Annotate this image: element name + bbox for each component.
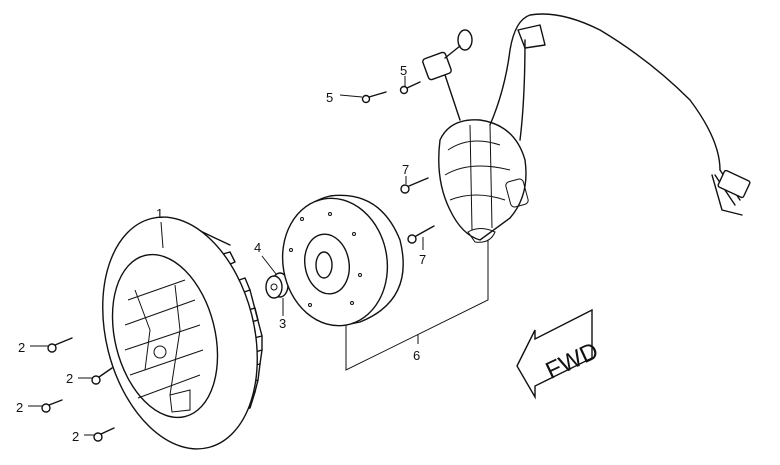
flywheel [281, 194, 404, 327]
cooling-fan [102, 216, 263, 450]
callout-1: 1 [156, 206, 163, 221]
fan-bolts [28, 337, 115, 442]
callout-5a: 5 [326, 90, 333, 105]
screw-5b [399, 76, 421, 95]
stator-assembly [438, 119, 529, 243]
screw-7b [407, 225, 435, 250]
screw-7a [400, 176, 429, 194]
screw-5a [339, 91, 387, 104]
callout-2c: 2 [16, 400, 23, 415]
pickup-connector [422, 29, 473, 81]
leader-1 [160, 221, 164, 249]
bolt-2b [78, 367, 113, 385]
leader-4 [261, 255, 277, 275]
callout-2d: 2 [72, 429, 79, 444]
bolt-2c [28, 399, 63, 413]
callout-6: 6 [413, 348, 420, 363]
flywheel-nut [265, 272, 289, 299]
bolt-2a [30, 337, 73, 353]
callout-5b: 5 [400, 63, 407, 78]
connector-plug [717, 169, 751, 199]
forward-direction-arrow: FWD [516, 308, 603, 400]
wire-clip [517, 24, 546, 49]
callout-7b: 7 [419, 252, 426, 267]
callout-2b: 2 [66, 371, 73, 386]
callout-4: 4 [254, 240, 261, 255]
fan-inner-opening [111, 253, 219, 419]
bolt-2d [84, 427, 115, 442]
callout-2a: 2 [18, 340, 25, 355]
leader-6-bracket [345, 240, 489, 371]
callout-3: 3 [279, 316, 286, 331]
callout-7a: 7 [402, 162, 409, 177]
fan-inner-vanes [124, 279, 204, 413]
